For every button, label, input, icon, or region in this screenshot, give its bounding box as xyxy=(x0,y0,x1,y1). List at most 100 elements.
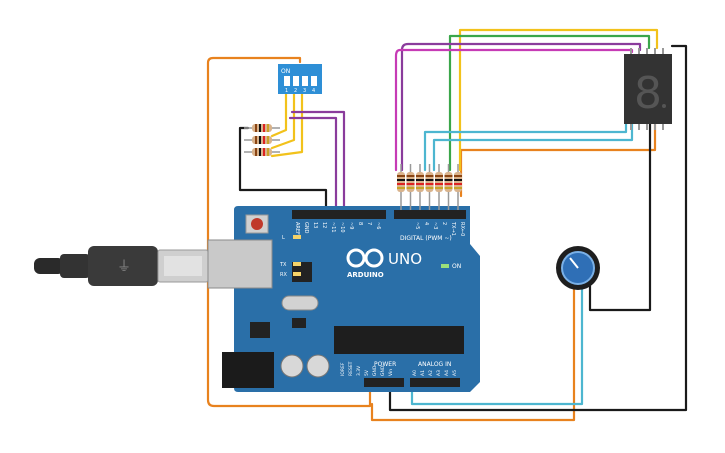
top-pin-label: AREF xyxy=(294,222,300,235)
resistor-band xyxy=(435,183,443,185)
led-label-rx: RX xyxy=(280,272,287,278)
top-pin-label: TX→1 xyxy=(450,221,456,236)
top-pin-label: 2 xyxy=(441,222,447,225)
resistor-band xyxy=(255,136,257,144)
wire-cyan-seg-a[interactable] xyxy=(423,122,628,172)
resistor-band xyxy=(444,175,453,177)
resistor-band xyxy=(406,179,415,181)
usb-cable-strain xyxy=(34,258,64,274)
regulator xyxy=(250,322,270,338)
analog-pin-label: A5 xyxy=(452,370,458,376)
wire-yellow-dip2[interactable] xyxy=(270,92,296,150)
top-pin-label: 7 xyxy=(366,222,372,225)
seg-digit: 8 xyxy=(634,68,662,119)
led-label-l: L xyxy=(282,235,285,241)
resistor-band xyxy=(425,175,434,177)
top-pin-label: ~3 xyxy=(432,222,438,229)
resistor-band xyxy=(435,175,443,177)
wire-green-seg[interactable] xyxy=(448,34,651,172)
wire-black-pot[interactable] xyxy=(588,122,652,312)
wire-purple-dip-a[interactable] xyxy=(288,116,338,212)
power-pin-label: Vin xyxy=(388,369,394,376)
on-label: ON xyxy=(452,263,461,270)
wire-magenta-seg-b[interactable] xyxy=(394,48,634,172)
analog-header[interactable] xyxy=(410,378,460,387)
top-pin-label: ~9 xyxy=(348,222,354,229)
board-model: UNO xyxy=(388,250,422,268)
power-pin-label: 3.3V xyxy=(356,365,362,376)
seg-pins-top xyxy=(630,48,664,54)
analog-pin-label: A3 xyxy=(436,370,442,376)
wire-orange-5v[interactable] xyxy=(206,56,372,408)
wire-black-gnd[interactable] xyxy=(388,44,688,412)
usb-chip xyxy=(292,262,312,282)
top-pin-label: ~10 xyxy=(339,222,345,233)
top-header-left[interactable] xyxy=(292,210,386,219)
power-pin-label: RESET xyxy=(348,361,354,376)
power-pin-label: GND xyxy=(372,365,378,376)
capacitor-2 xyxy=(306,354,330,378)
potentiometer[interactable] xyxy=(556,246,600,290)
reset-button-cap[interactable] xyxy=(251,218,263,230)
usb-cable-body xyxy=(88,246,158,286)
capacitor-1 xyxy=(280,354,304,378)
usb-cable-boot xyxy=(60,254,90,278)
usb-cable[interactable]: ⏚ xyxy=(34,246,209,286)
power-pin-label: 5V xyxy=(364,369,370,376)
resistor-band xyxy=(397,183,405,185)
resistor-band xyxy=(263,124,265,132)
seg-pins-bottom xyxy=(630,124,664,130)
dip-toggle[interactable] xyxy=(293,76,299,86)
resistor-band xyxy=(267,124,269,132)
resistor-band xyxy=(267,136,269,144)
wire-orange-pot-5v[interactable] xyxy=(370,288,576,422)
dip-on-label: ON xyxy=(281,68,290,75)
wire-purple-dip-b[interactable] xyxy=(290,110,346,212)
resistor-band xyxy=(397,175,405,177)
resistor-band xyxy=(406,183,415,185)
resistor-band xyxy=(454,187,462,189)
wire-yellow-dip3[interactable] xyxy=(270,92,304,158)
usb-symbol-icon: ⏚ xyxy=(117,259,131,275)
resistor-band xyxy=(397,179,405,181)
crystal xyxy=(281,295,319,311)
led-tx xyxy=(293,262,301,266)
resistor-band xyxy=(416,179,424,181)
top-header-right[interactable] xyxy=(394,210,466,219)
resistor-band xyxy=(425,179,434,181)
dip-number: 2 xyxy=(294,88,297,94)
resistor-band xyxy=(255,124,257,132)
wire-cyan-seg-b[interactable] xyxy=(432,122,634,172)
wire-black-resgnd[interactable] xyxy=(238,126,328,212)
usb-socket xyxy=(207,239,273,289)
wire-yellow-seg[interactable] xyxy=(458,28,659,172)
resistor-band xyxy=(259,136,261,144)
resistor-band xyxy=(259,124,261,132)
resistor-band xyxy=(425,187,434,189)
resistor-band xyxy=(416,175,424,177)
resistor-band xyxy=(416,183,424,185)
power-label: POWER xyxy=(374,361,396,368)
top-pin-label: 8 xyxy=(357,222,363,225)
resistor-band xyxy=(397,187,405,189)
resistor-band xyxy=(444,183,453,185)
arduino-board[interactable]: ARDUINO UNO ON DIGITAL (PWM ~) ANALOG IN… xyxy=(207,206,480,392)
dip-toggle[interactable] xyxy=(302,76,308,86)
dip-toggle[interactable] xyxy=(311,76,317,86)
top-pin-label: 13 xyxy=(312,222,318,228)
resistor-band xyxy=(454,183,462,185)
seven-segment-display[interactable]: 8 xyxy=(624,48,672,130)
right-resistor-bank xyxy=(397,164,462,210)
dip-number: 1 xyxy=(285,88,288,94)
dip-toggle[interactable] xyxy=(284,76,290,86)
analog-pin-label: A0 xyxy=(412,370,418,376)
wire-yellow-dip1[interactable] xyxy=(270,92,288,138)
resistor-band xyxy=(406,175,415,177)
analog-label: ANALOG IN xyxy=(418,361,451,368)
power-header[interactable] xyxy=(364,378,404,387)
